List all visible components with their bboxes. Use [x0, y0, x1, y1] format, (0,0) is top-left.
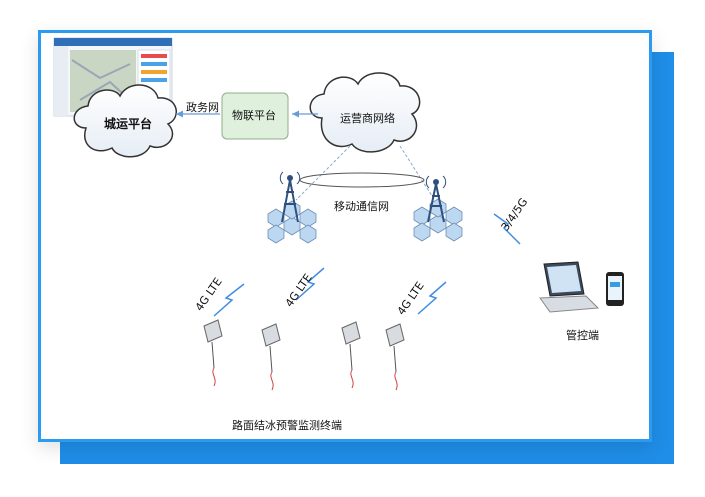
- mobile-network-ring: [299, 172, 425, 188]
- mobile-network-label: 移动通信网: [334, 200, 389, 213]
- terminals-label: 路面结冰预警监测终端: [232, 419, 342, 432]
- gov-network-label: 政务网: [186, 101, 219, 114]
- operator-network-cloud: [309, 72, 421, 153]
- link-cloud-tower-right: [399, 145, 433, 197]
- sensor-icon-2: [261, 323, 281, 391]
- sensor-icon-1: [203, 319, 223, 387]
- city-platform-label: 城运平台: [104, 117, 153, 131]
- tower-left-icon: [267, 171, 317, 244]
- lightning-lte1-icon: [213, 283, 245, 317]
- control-end-label: 管控端: [566, 329, 599, 342]
- sensor-icon-4: [385, 323, 405, 391]
- city-platform-cloud: [73, 84, 178, 158]
- iot-platform-box: [221, 92, 289, 140]
- phone-icon: [606, 272, 624, 306]
- lightning-5g-icon: [493, 213, 521, 245]
- laptop-icon: [539, 261, 600, 313]
- sensor-icon-3: [341, 321, 361, 389]
- lightning-lte2-icon: [295, 267, 325, 301]
- tower-right-icon: [413, 175, 463, 242]
- iot-platform-label: 物联平台: [232, 109, 276, 122]
- lightning-lte3-icon: [417, 281, 447, 315]
- operator-network-label: 运营商网络: [340, 112, 395, 125]
- link-cloud-tower-left: [295, 145, 351, 201]
